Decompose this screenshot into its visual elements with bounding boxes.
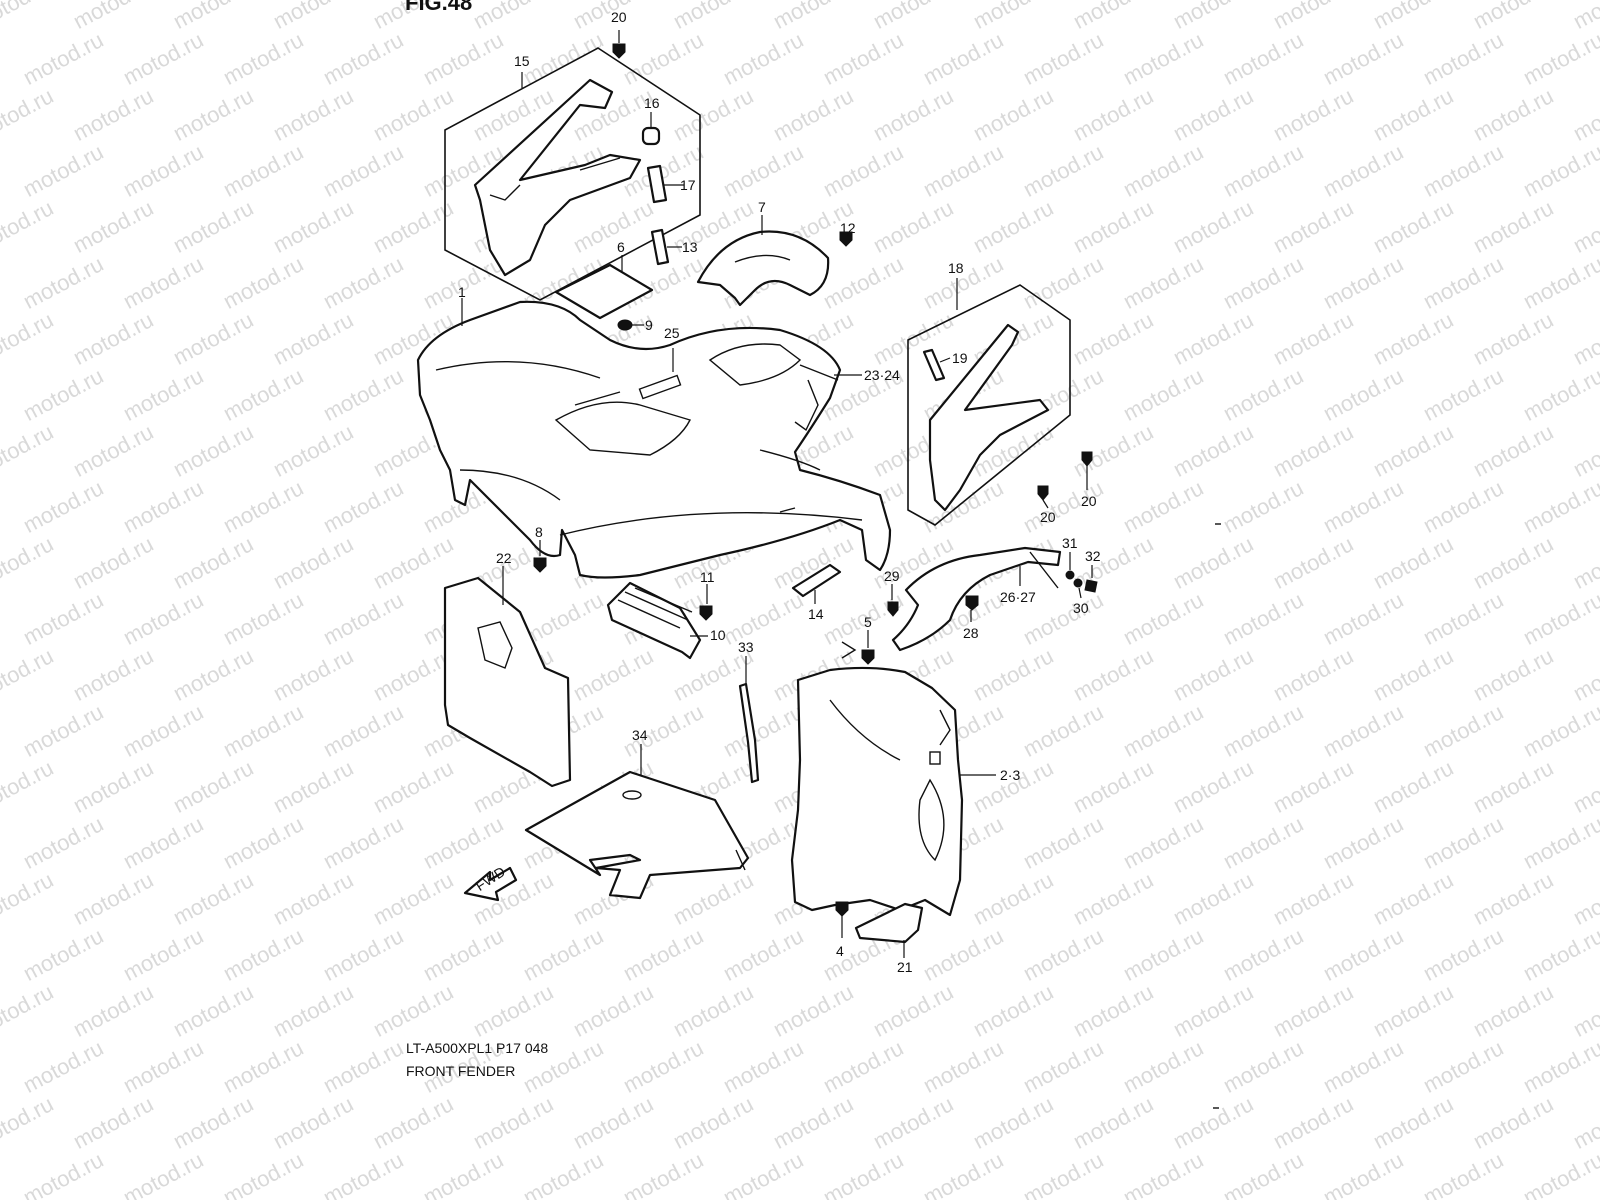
fwd-arrow-icon: FWD [463,863,518,902]
callout-10: 10 [710,627,726,643]
part-29-clip [887,601,899,617]
callout-9: 9 [645,317,653,333]
callout-34: 34 [632,727,648,743]
box-18 [907,284,1071,526]
callout-22: 22 [496,550,512,566]
leader-lines [461,30,1093,958]
part-15-inner-panel [473,78,642,277]
part-5-clip [861,649,875,665]
callout-26-27: 26·27 [1000,589,1036,605]
part-9-nut [617,319,633,331]
callout-32: 32 [1085,548,1101,564]
part-12-clip [839,231,853,247]
part-22-side-panel [443,576,572,788]
callout-13: 13 [682,239,698,255]
part-6-plate [554,263,654,320]
callout-31: 31 [1062,535,1078,551]
callout-17: 17 [680,177,696,193]
part-7-cover [696,230,830,307]
callout-20: 20 [611,9,627,25]
part-17-pin [646,164,668,204]
part-20-clip-lower [1037,485,1049,501]
callout-6: 6 [617,239,625,255]
part-19-pin [922,348,946,382]
part-8-clip [533,557,547,573]
part-26-27-bracket [891,546,1062,652]
caption-model: LT-A500XPL1 P17 048 [406,1040,549,1056]
part-16-grommet [641,126,661,146]
callout-7: 7 [758,199,766,215]
callout-28: 28 [963,625,979,641]
part-1-fender-body [416,300,892,579]
part-30-nut [1073,578,1083,588]
callout-21: 21 [897,959,913,975]
callout-23-24: 23·24 [864,367,900,383]
callout-30: 30 [1073,600,1089,616]
part-31-washer [1065,570,1075,580]
part-32-bolt [1084,579,1098,593]
callout-1: 1 [458,284,466,300]
part-14-plate [791,563,842,598]
callout-14: 14 [808,606,824,622]
callout-5: 5 [864,614,872,630]
callout-18: 18 [948,260,964,276]
callout-4: 4 [836,943,844,959]
callout-15: 15 [514,53,530,69]
part-21-guard [854,902,924,944]
part-20-clip-right [1081,451,1093,467]
callout-2-3: 2·3 [1000,767,1020,783]
callout-labels: 20 15 16 17 13 6 7 12 1 9 25 18 19 23·24… [458,9,1101,975]
callout-29: 29 [884,568,900,584]
callout-25: 25 [664,325,680,341]
box-15 [444,47,701,301]
part-4-clip [835,901,849,917]
callout-12: 12 [840,220,856,236]
callout-33: 33 [738,639,754,655]
figure-heading: FIG.48 [405,0,473,15]
part-18-inner-panel [928,323,1050,512]
part-28-bolt [965,595,979,611]
callout-16: 16 [644,95,660,111]
caption-title: FRONT FENDER [406,1063,516,1079]
part-20-clip-top [612,43,626,59]
part-34-floor-mat [524,770,750,900]
part-33-strap [738,682,760,784]
callout-11: 11 [700,569,715,585]
part-13-pin [650,228,670,266]
callout-8: 8 [535,524,543,540]
callout-19: 19 [952,350,968,366]
callout-20-lower: 20 [1040,509,1056,525]
part-2-3-inner-fender [790,666,964,917]
part-10-mesh-grille [606,581,702,660]
part-11-clip [699,605,713,621]
callout-20-right: 20 [1081,493,1097,509]
